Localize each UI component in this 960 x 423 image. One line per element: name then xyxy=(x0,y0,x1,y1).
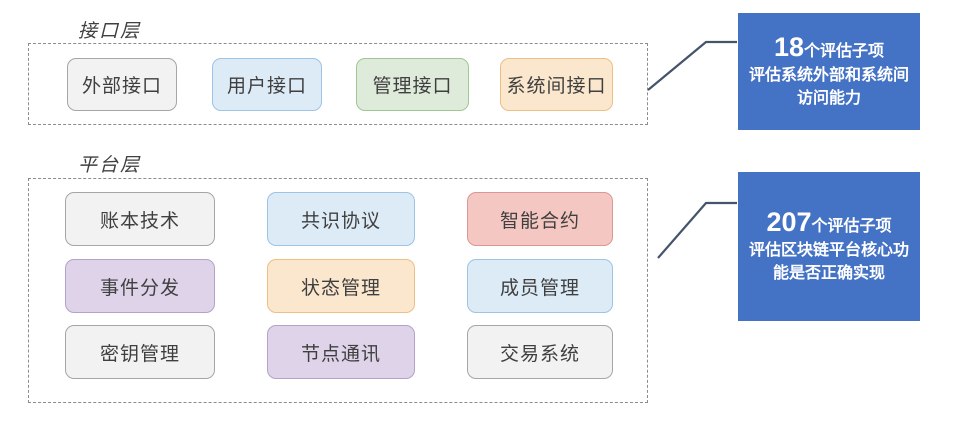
interface-layer-frame xyxy=(28,43,648,125)
callout-unit: 个评估子项 xyxy=(804,42,885,60)
connector-interface-to-callout xyxy=(647,40,737,91)
node-admin-interface: 管理接口 xyxy=(356,58,469,111)
interface-layer-label: 接口层 xyxy=(78,21,142,42)
node-event-dispatch: 事件分发 xyxy=(65,259,215,313)
node-node-communication: 节点通讯 xyxy=(267,325,415,379)
node-intersystem-interface: 系统间接口 xyxy=(500,58,613,111)
node-state-management: 状态管理 xyxy=(267,259,415,313)
node-external-interface: 外部接口 xyxy=(67,58,177,111)
callout-unit: 个评估子项 xyxy=(811,217,892,235)
callout-description: 评估区块链平台核心功 能是否正确实现 xyxy=(748,241,909,282)
platform-layer-frame xyxy=(28,178,648,403)
platform-layer-label: 平台层 xyxy=(78,155,142,176)
node-key-management: 密钥管理 xyxy=(65,325,215,379)
connector-platform-to-callout xyxy=(657,201,737,259)
callout-count: 207 xyxy=(766,206,812,237)
node-ledger-tech: 账本技术 xyxy=(65,192,215,246)
node-transaction-system: 交易系统 xyxy=(467,325,613,379)
callout-count: 18 xyxy=(773,31,805,62)
node-member-management: 成员管理 xyxy=(467,259,613,313)
node-consensus-protocol: 共识协议 xyxy=(267,192,415,246)
node-smart-contract: 智能合约 xyxy=(467,192,613,246)
callout-description: 评估系统外部和系统间 访问能力 xyxy=(748,66,909,107)
node-user-interface: 用户接口 xyxy=(212,58,322,111)
